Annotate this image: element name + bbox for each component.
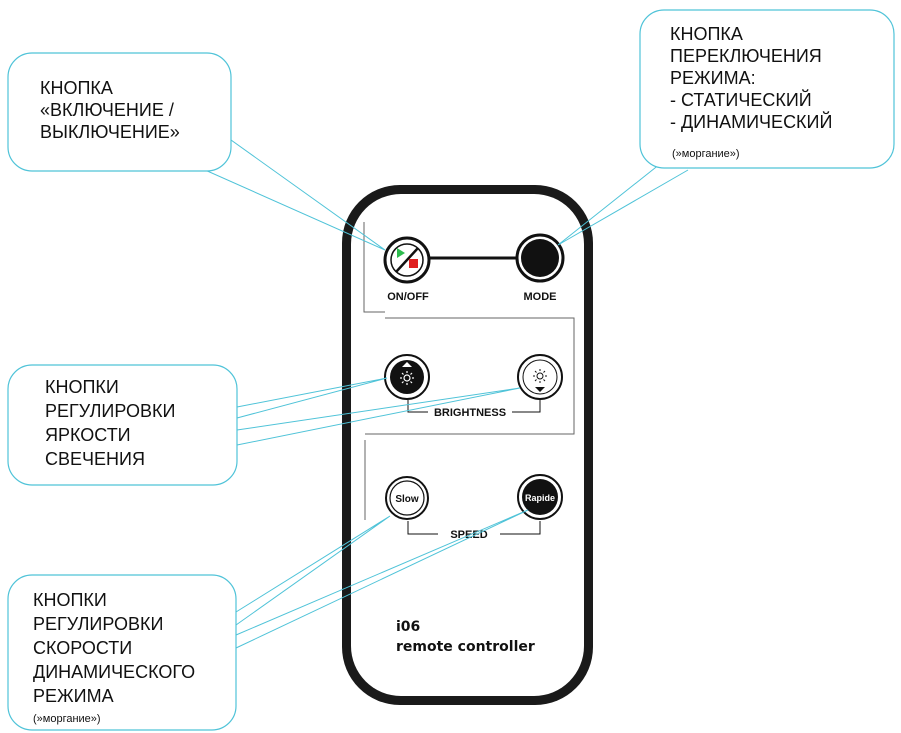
callout-speed-text: КНОПКИ РЕГУЛИРОВКИ СКОРОСТИ ДИНАМИЧЕСКОГ…: [33, 590, 200, 706]
brightness-bracket: [407, 400, 541, 413]
brightness-leader-up: [236, 377, 388, 419]
remote-face: [351, 194, 584, 696]
arrow-down-icon: [535, 387, 545, 392]
model-name: i06: [396, 619, 420, 635]
power-leader: [159, 124, 386, 251]
mode-button[interactable]: [515, 233, 565, 283]
brightness-label: BRIGHTNESS: [434, 407, 506, 419]
brand-line: remote controller: [396, 639, 535, 655]
callout-power-box: [7, 52, 232, 172]
callout-brightness-text: КНОПКИ РЕГУЛИРОВКИ ЯРКОСТИ СВЕЧЕНИЯ: [45, 377, 180, 469]
callout-brightness: КНОПКИ РЕГУЛИРОВКИ ЯРКОСТИ СВЕЧЕНИЯ: [7, 364, 238, 486]
callout-speed-note: (»моргание»): [33, 713, 101, 725]
slow-button[interactable]: Slow: [385, 476, 429, 520]
speed-bracket: [407, 521, 541, 535]
callout-brightness-box: [7, 364, 238, 486]
sun-icon: [400, 371, 414, 385]
play-icon: [397, 248, 405, 258]
callout-power-text: КНОПКА «ВКЛЮЧЕНИЕ / ВЫКЛЮЧЕНИЕ»: [40, 78, 180, 142]
speed-leader-slow: [235, 515, 391, 626]
on-off-button[interactable]: [383, 236, 431, 284]
callout-mode: КНОПКА ПЕРЕКЛЮЧЕНИЯ РЕЖИМА: - СТАТИЧЕСКИ…: [639, 9, 895, 169]
mode-leader: [557, 159, 689, 246]
rapide-button[interactable]: Rapide: [517, 474, 563, 520]
brightness-leader-down: [236, 387, 521, 446]
arrow-up-icon: [402, 362, 412, 367]
mode-label: MODE: [524, 291, 557, 303]
callout-mode-note: (»моргание»): [672, 148, 740, 160]
callout-speed: КНОПКИ РЕГУЛИРОВКИ СКОРОСТИ ДИНАМИЧЕСКОГ…: [7, 574, 237, 731]
brightness-up-button[interactable]: [384, 354, 430, 400]
brightness-down-button[interactable]: [517, 354, 563, 400]
rapide-label: Rapide: [525, 493, 555, 503]
section-divider-brightness: [365, 317, 575, 435]
section-divider-top: [363, 222, 385, 313]
callout-mode-box: [639, 9, 895, 169]
stop-icon: [409, 259, 418, 268]
on-off-label: ON/OFF: [387, 291, 429, 303]
speed-leader-rapide: [235, 509, 529, 649]
callout-mode-text: КНОПКА ПЕРЕКЛЮЧЕНИЯ РЕЖИМА: - СТАТИЧЕСКИ…: [670, 24, 832, 132]
remote-control: ON/OFF MODE: [342, 185, 593, 705]
leader-lines: [159, 124, 689, 649]
slow-label: Slow: [395, 494, 419, 505]
callout-speed-box: [7, 574, 237, 731]
callout-power: КНОПКА «ВКЛЮЧЕНИЕ / ВЫКЛЮЧЕНИЕ»: [7, 52, 232, 172]
sun-outline-icon: [533, 369, 547, 383]
